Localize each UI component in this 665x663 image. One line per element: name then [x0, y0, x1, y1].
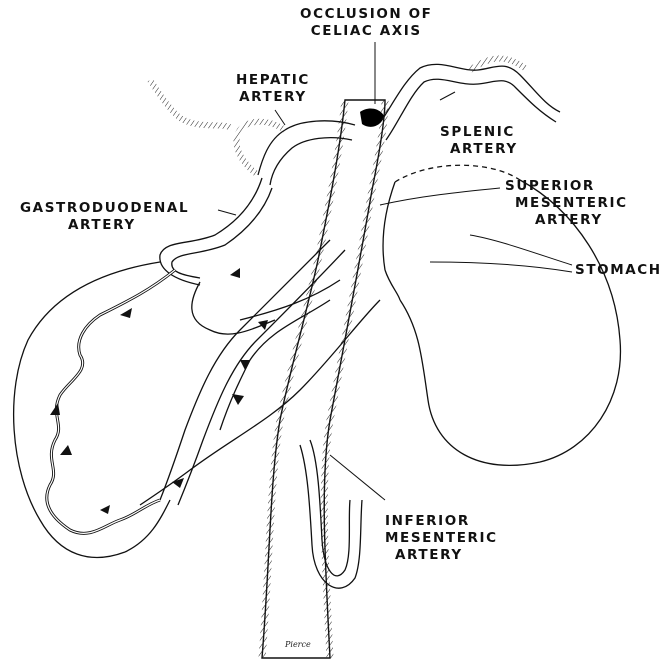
label-occlusion-line1: OCCLUSION OF: [300, 6, 433, 23]
label-hepatic: HEPATIC ARTERY: [236, 72, 310, 106]
label-splenic-line1: SPLENIC: [440, 124, 518, 141]
label-occlusion-line2: CELIAC AXIS: [300, 23, 433, 40]
leader-lines: [218, 42, 572, 500]
colon-outline: [14, 262, 170, 557]
label-hepatic-line2: ARTERY: [236, 89, 310, 106]
label-superior-line3: ARTERY: [505, 212, 628, 229]
label-inferior-mesenteric: INFERIOR MESENTERIC ARTERY: [385, 513, 498, 564]
label-hepatic-line1: HEPATIC: [236, 72, 310, 89]
label-stomach: STOMACH: [575, 262, 662, 279]
artist-signature: Pierce: [285, 640, 311, 649]
label-splenic: SPLENIC ARTERY: [440, 124, 518, 158]
label-inferior-line3: ARTERY: [385, 547, 498, 564]
label-inferior-line2: MESENTERIC: [385, 530, 498, 547]
label-gastroduodenal: GASTRODUODENAL ARTERY: [20, 200, 189, 234]
label-gastroduodenal-line2: ARTERY: [20, 217, 189, 234]
label-splenic-line2: ARTERY: [440, 141, 518, 158]
label-superior-line2: MESENTERIC: [505, 195, 628, 212]
aorta: [262, 100, 385, 658]
label-inferior-line1: INFERIOR: [385, 513, 498, 530]
label-gastroduodenal-line1: GASTRODUODENAL: [20, 200, 189, 217]
label-superior-mesenteric: SUPERIOR MESENTERIC ARTERY: [505, 178, 628, 229]
label-occlusion: OCCLUSION OF CELIAC AXIS: [300, 6, 433, 40]
label-superior-line1: SUPERIOR: [505, 178, 628, 195]
